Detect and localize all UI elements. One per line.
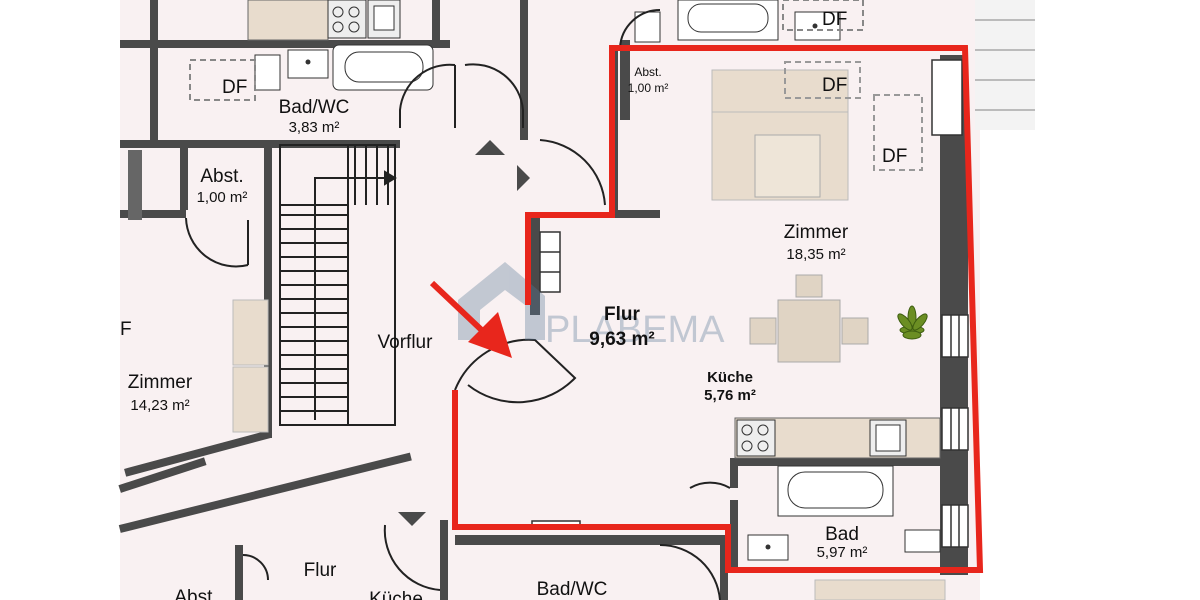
svg-text:DF: DF [822, 75, 847, 96]
doors [185, 8, 731, 600]
df-marker-bed: DF [822, 75, 847, 96]
external-stair [975, 0, 1035, 130]
room-kueche: Küche 5,76 m² [704, 369, 756, 404]
room-flur-bottom: Flur [304, 560, 337, 581]
svg-text:Vorflur: Vorflur [378, 332, 434, 353]
svg-text:18,35 m²: 18,35 m² [786, 246, 845, 263]
svg-text:1,00 m²: 1,00 m² [628, 81, 669, 95]
svg-text:Abst.: Abst. [174, 587, 217, 600]
watermark-text: PLABEMA [545, 309, 725, 351]
svg-text:DF: DF [222, 77, 247, 98]
bed [711, 69, 849, 201]
svg-text:Abst.: Abst. [634, 65, 661, 79]
room-kueche-bottom: Küche [369, 589, 423, 600]
svg-text:14,23 m²: 14,23 m² [130, 397, 189, 414]
svg-text:Abst.: Abst. [200, 166, 243, 187]
room-bad-wc-bottom: Bad/WC [537, 579, 608, 600]
kitchen-counter-right [734, 417, 941, 459]
kitchen-counter-top [247, 0, 401, 41]
df-marker-top-right: DF [822, 9, 847, 30]
room-bad: Bad 5,97 m² [817, 524, 868, 561]
svg-text:Küche: Küche [369, 589, 423, 600]
svg-text:DF: DF [822, 9, 847, 30]
room-zimmer-main: Zimmer 18,35 m² [784, 222, 849, 263]
svg-text:Küche: Küche [707, 369, 753, 386]
bath-top-left [189, 44, 434, 101]
room-abst-left: Abst. 1,00 m² [197, 166, 248, 206]
svg-text:5,97 m²: 5,97 m² [817, 544, 868, 561]
svg-text:Zimmer: Zimmer [128, 372, 193, 393]
skylight-bed [784, 61, 861, 99]
df-marker-top-left: DF [222, 77, 247, 98]
skylight-top-left [189, 59, 256, 101]
svg-text:Flur: Flur [604, 304, 640, 325]
svg-text:Zimmer: Zimmer [784, 222, 849, 243]
svg-text:Flur: Flur [304, 560, 337, 581]
room-bad-wc-top: Bad/WC 3,83 m² [279, 97, 350, 136]
svg-text:F: F [120, 319, 132, 340]
df-marker-right: DF [882, 146, 907, 167]
svg-text:3,83 m²: 3,83 m² [289, 119, 340, 136]
bottom-furniture [814, 579, 946, 600]
svg-text:5,76 m²: 5,76 m² [704, 387, 756, 404]
plant-icon [897, 305, 928, 340]
bathtub-right [747, 465, 941, 561]
skylight-right [873, 94, 923, 171]
svg-text:Bad/WC: Bad/WC [537, 579, 608, 600]
direction-markers [398, 140, 530, 526]
room-flur: Flur 9,63 m² [589, 304, 654, 350]
unit-highlight-outline [452, 45, 984, 573]
svg-text:1,00 m²: 1,00 m² [197, 189, 248, 206]
room-vorflur: Vorflur [378, 332, 434, 353]
room-abst-bottom: Abst. [174, 587, 217, 600]
wardrobe-left [232, 299, 269, 433]
svg-text:Bad/WC: Bad/WC [279, 97, 350, 118]
dining-table [749, 274, 869, 363]
svg-text:9,63 m²: 9,63 m² [589, 329, 654, 350]
room-abst-small: Abst. 1,00 m² [628, 65, 669, 95]
watermark: PLABEMA [458, 262, 725, 351]
entrance-arrow-icon [429, 280, 512, 358]
windows [531, 59, 969, 548]
df-marker-left-partial: F [120, 319, 132, 340]
svg-text:Bad: Bad [825, 524, 859, 545]
svg-text:DF: DF [882, 146, 907, 167]
bath-top-right [634, 0, 864, 43]
room-zimmer-left: Zimmer 14,23 m² [128, 372, 193, 414]
staircase [279, 144, 397, 426]
